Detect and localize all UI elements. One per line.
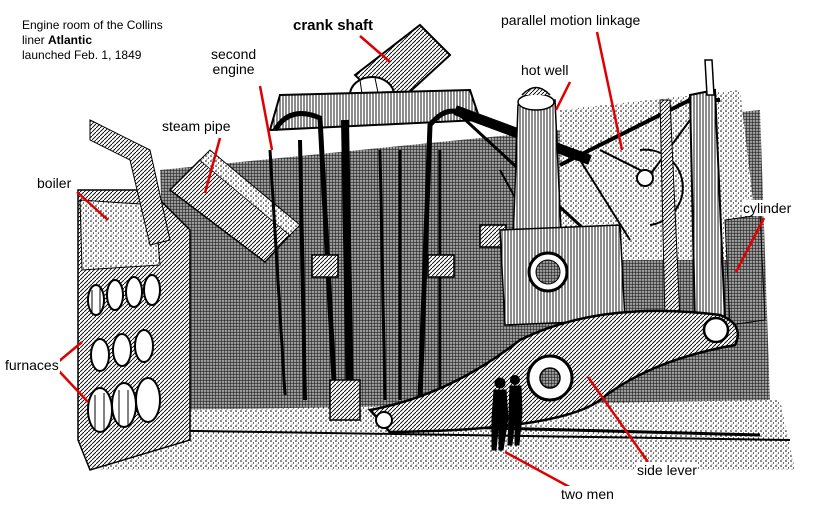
pointer-cylinder (734, 217, 766, 273)
label-second-engine-line-1: second (211, 46, 257, 62)
pointer-parallel-motion (595, 31, 624, 151)
label-cylinder: cylinder (742, 200, 793, 216)
pointer-side-lever (586, 376, 650, 463)
label-second-engine: second engine (210, 46, 258, 77)
caption-line-3: launched Feb. 1, 1849 (22, 48, 142, 62)
engine-room-floor (100, 400, 795, 470)
pointer-second-engine (258, 85, 274, 151)
label-furnaces: furnaces (4, 357, 60, 373)
label-parallel-motion-linkage: parallel motion linkage (500, 12, 642, 28)
label-two-men: two men (560, 486, 615, 502)
label-side-lever: side lever (636, 462, 698, 478)
pointer-hot-well (554, 81, 572, 111)
pointer-furnaces-1 (57, 341, 83, 363)
pointer-lines (57, 31, 766, 492)
pointer-boiler (76, 191, 109, 221)
boiler-illustration (77, 119, 191, 471)
label-second-engine-line-2: engine (212, 61, 255, 77)
label-hot-well: hot well (520, 62, 570, 78)
condenser-illustration (499, 224, 626, 326)
pointer-steam-pipe (203, 137, 222, 194)
figure-caption: Engine room of the Collins liner Atlanti… (22, 18, 163, 63)
pointer-two-men (504, 450, 576, 492)
pointer-furnaces-2 (57, 369, 89, 403)
label-boiler: boiler (36, 175, 73, 191)
pointer-crank-shaft (359, 35, 391, 63)
two-men-illustration (491, 375, 523, 451)
caption-line-2: liner Atlantic (22, 33, 163, 48)
label-crank-shaft: crank shaft (292, 17, 375, 34)
side-lever-illustration (367, 309, 740, 434)
caption-line-2-prefix: liner (22, 33, 49, 47)
cylinder-illustration (659, 59, 766, 327)
engine-columns (311, 224, 507, 421)
caption-line-1: Engine room of the Collins (22, 18, 163, 32)
label-steam-pipe: steam pipe (161, 118, 232, 134)
caption-ship-name: Atlantic (48, 33, 93, 47)
